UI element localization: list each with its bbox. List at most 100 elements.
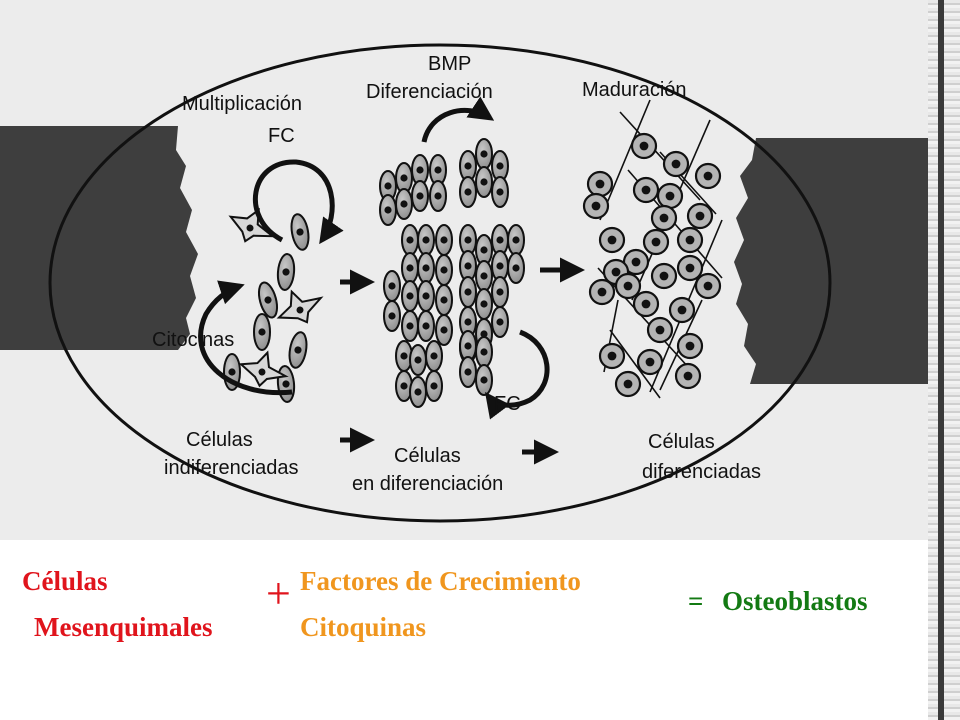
label-celulas-3: Células [648,431,715,453]
cell [417,310,435,342]
cell [475,364,493,396]
cell [507,252,525,284]
cell [379,194,397,226]
cell [686,202,714,230]
cell [662,150,690,178]
cell [290,213,310,251]
cell [630,132,658,160]
cell [411,180,429,212]
cell [676,332,704,360]
cell [632,176,660,204]
caption-celulas: Células [22,566,108,596]
cell [475,138,493,170]
cell [401,252,419,284]
differentiating-cells [379,138,525,408]
cell [435,314,453,346]
cell [694,162,722,190]
label-diferenciadas: diferenciadas [642,461,761,483]
cell [656,182,684,210]
label-fc-bottom: FC [494,393,521,415]
bone-fragment-left [0,126,198,350]
cell [435,284,453,316]
cell [622,248,650,276]
cell [401,280,419,312]
cell [646,316,674,344]
cell [650,204,678,232]
label-en-diferenciacion: en diferenciación [352,473,503,495]
cell [586,170,614,198]
cell [238,350,289,388]
label-fc-top: FC [268,125,295,147]
cell [276,289,324,324]
caption-equals-sign: = [688,586,704,616]
cell [409,376,427,408]
cell [475,288,493,320]
cell [491,276,509,308]
cell [409,344,427,376]
cell [401,310,419,342]
cell [425,340,443,372]
caption-plus-sign: + [266,569,291,618]
oval-boundary [48,43,832,523]
page-edge-line [938,0,944,720]
cell [614,272,642,300]
cell [383,270,401,302]
cell [668,296,696,324]
label-celulas-2: Células [394,445,461,467]
cytokine-cycle-arrow [198,280,293,396]
cell [676,254,704,282]
cell [636,348,664,376]
label-citocinas: Citocinas [152,329,234,351]
cell [417,252,435,284]
cell [459,356,477,388]
fc-curved-arrow [484,329,550,420]
label-indiferenciadas: indiferenciadas [164,457,299,479]
cell [598,226,626,254]
label-celulas-1: Células [186,429,253,451]
caption-osteoblastos: Osteoblastos [722,586,868,616]
cell [674,362,702,390]
cell [257,281,279,319]
label-multiplicacion: Multiplicación [182,93,302,115]
cell [475,260,493,292]
cell [276,253,296,291]
cell [435,224,453,256]
cell [383,300,401,332]
cell [588,278,616,306]
cell [694,272,722,300]
cell [435,254,453,286]
cell [288,331,308,369]
caption-factores: Factores de Crecimiento [300,566,581,596]
label-diferenciacion: Diferenciación [366,81,493,103]
cell [459,150,477,182]
cell [475,166,493,198]
bmp-curved-arrow [421,96,495,143]
page-edge-decoration [928,0,960,720]
cell [475,234,493,266]
cell [491,176,509,208]
cell [475,336,493,368]
label-bmp: BMP [428,53,471,75]
cell [253,313,271,351]
caption-mesenquimales: Mesenquimales [34,612,213,642]
cell [598,342,626,370]
cell [491,306,509,338]
cell [650,262,678,290]
caption-citoquinas: Citoquinas [300,612,427,642]
bone-repair-diagram: Multiplicación FC BMP Diferenciación Mad… [0,0,932,540]
cell [676,226,704,254]
cell [642,228,670,256]
cell [632,290,660,318]
cell [401,224,419,256]
cell [417,280,435,312]
cell [459,224,477,256]
cell [582,192,610,220]
cell [459,276,477,308]
cell [395,188,413,220]
multiplication-cycle-arrow [253,159,344,245]
cell [425,370,443,402]
cell [507,224,525,256]
cell [417,224,435,256]
cell [459,176,477,208]
cell [459,306,477,338]
